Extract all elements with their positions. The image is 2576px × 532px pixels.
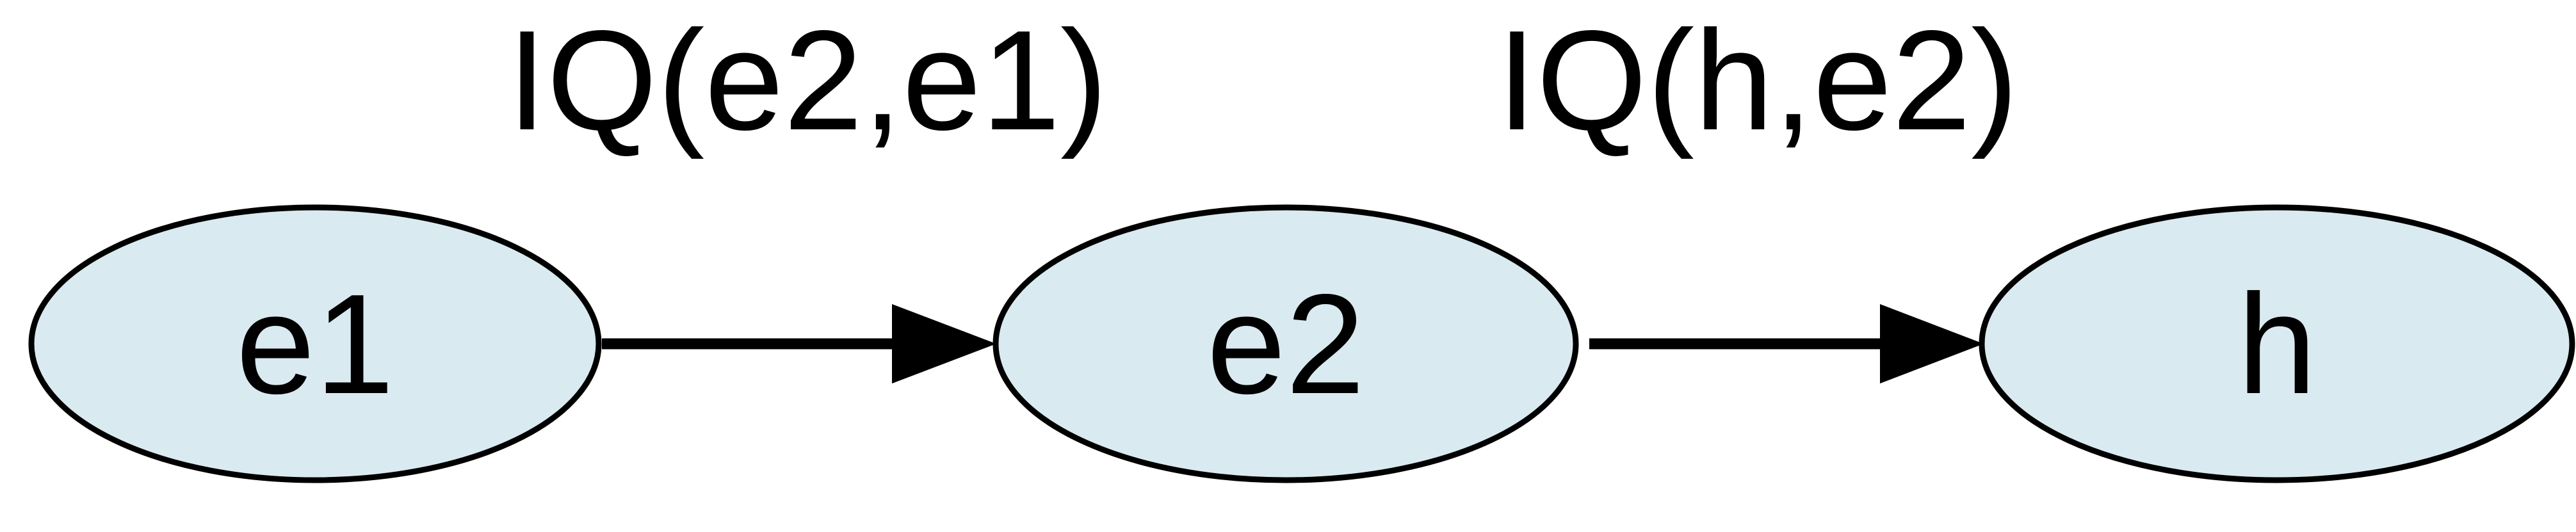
node-e2-ellipse[interactable] xyxy=(992,204,1579,483)
node-e2[interactable]: e2 xyxy=(992,204,1579,483)
edge-label-e2-h: IQ(h,e2) xyxy=(1497,1,2018,160)
node-h-ellipse[interactable] xyxy=(1979,204,2575,483)
node-e1-ellipse[interactable] xyxy=(28,204,602,483)
arrowhead-icon-e2-h xyxy=(1880,304,1984,383)
edge-e2-to-h[interactable]: IQ(h,e2) xyxy=(1497,1,2018,383)
edge-label-e1-e2: IQ(e2,e1) xyxy=(507,1,1108,160)
edge-e1-to-e2[interactable]: IQ(e2,e1) xyxy=(507,1,1108,383)
node-e2-label: e2 xyxy=(1207,265,1365,424)
node-h-label: h xyxy=(2237,265,2316,424)
arrowhead-icon-e1-e2 xyxy=(892,304,996,383)
node-e1[interactable]: e1 xyxy=(28,204,602,483)
node-h[interactable]: h xyxy=(1979,204,2575,483)
node-e1-label: e1 xyxy=(236,265,394,424)
